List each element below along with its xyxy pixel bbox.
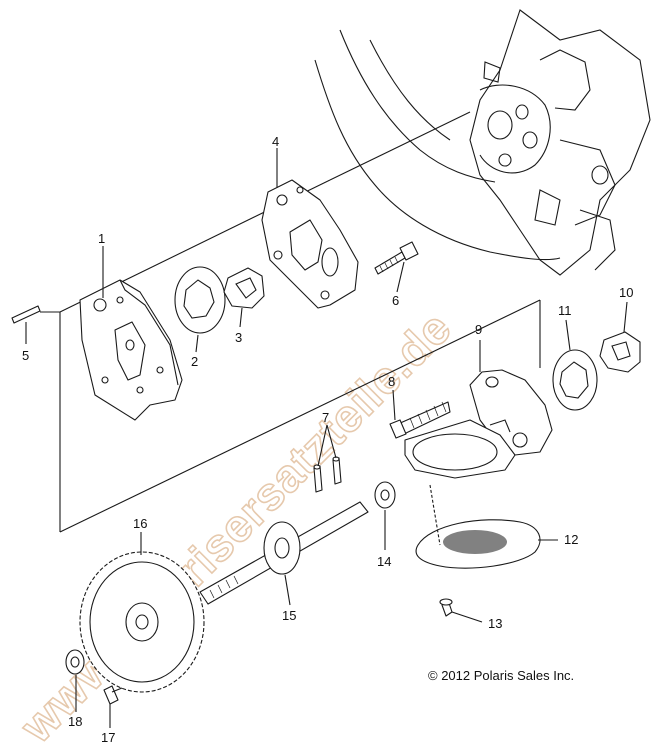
part-washer-14 <box>374 481 396 509</box>
part-scavenge-pump-body <box>404 369 553 479</box>
part-outer-rotor-11 <box>552 349 598 411</box>
leader-lines <box>25 148 628 728</box>
copyright-notice: © 2012 Polaris Sales Inc. <box>428 668 574 683</box>
part-screw-13 <box>439 598 453 617</box>
part-bolt-6 <box>374 241 419 275</box>
part-pins-7 <box>313 456 342 493</box>
callout-6: 6 <box>392 293 399 308</box>
callout-7: 7 <box>322 410 329 425</box>
part-inner-rotor-10 <box>599 331 641 373</box>
part-pump-shaft <box>199 501 369 605</box>
callout-labels: 1 2 3 4 5 6 7 8 9 10 11 12 13 14 15 16 1… <box>22 134 633 745</box>
part-dowel-pin <box>11 305 41 324</box>
part-inner-rotor <box>223 267 265 309</box>
crankcase-outline <box>314 9 651 276</box>
callout-15: 15 <box>282 608 296 623</box>
callout-16: 16 <box>133 516 147 531</box>
callout-18: 18 <box>68 714 82 729</box>
callout-14: 14 <box>377 554 391 569</box>
part-pump-cover <box>261 179 359 309</box>
callout-17: 17 <box>101 730 115 745</box>
callout-9: 9 <box>475 322 482 337</box>
callout-5: 5 <box>22 348 29 363</box>
callout-2: 2 <box>191 354 198 369</box>
callout-11: 11 <box>558 303 572 318</box>
callout-3: 3 <box>235 330 242 345</box>
part-outer-rotor <box>174 266 226 334</box>
callout-12: 12 <box>564 532 578 547</box>
watermark-text: www.polarisersatzteile.de <box>10 301 462 753</box>
callout-10: 10 <box>619 285 633 300</box>
callout-1: 1 <box>98 231 105 246</box>
part-pump-body <box>79 279 183 421</box>
part-drive-gear <box>79 551 205 693</box>
part-washer-18 <box>65 649 85 675</box>
callout-4: 4 <box>272 134 279 149</box>
part-bolt-17 <box>103 685 123 705</box>
callout-13: 13 <box>488 616 502 631</box>
part-oil-screen <box>415 484 541 569</box>
part-bolt-8 <box>389 401 451 439</box>
callout-8: 8 <box>388 374 395 389</box>
